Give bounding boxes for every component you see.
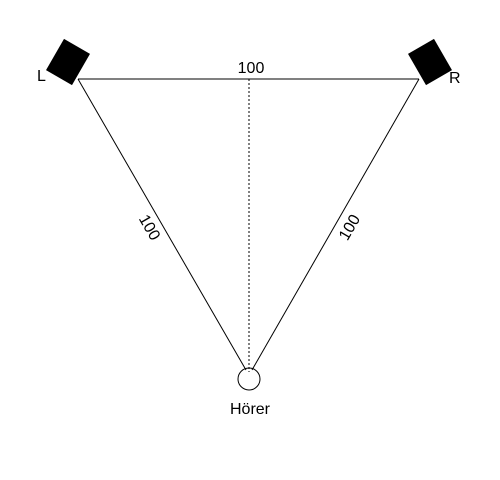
listener-label: Hörer [230,401,271,418]
left-distance-label: 100 [135,212,163,244]
right-speaker-label: R [449,70,461,87]
line-right-listener [251,78,420,371]
listener-circle [237,367,261,391]
right-speaker [408,38,452,86]
left-speaker [46,38,90,86]
line-left-listener [77,78,247,371]
top-distance-label: 100 [238,60,265,77]
left-speaker-label: L [37,68,46,85]
